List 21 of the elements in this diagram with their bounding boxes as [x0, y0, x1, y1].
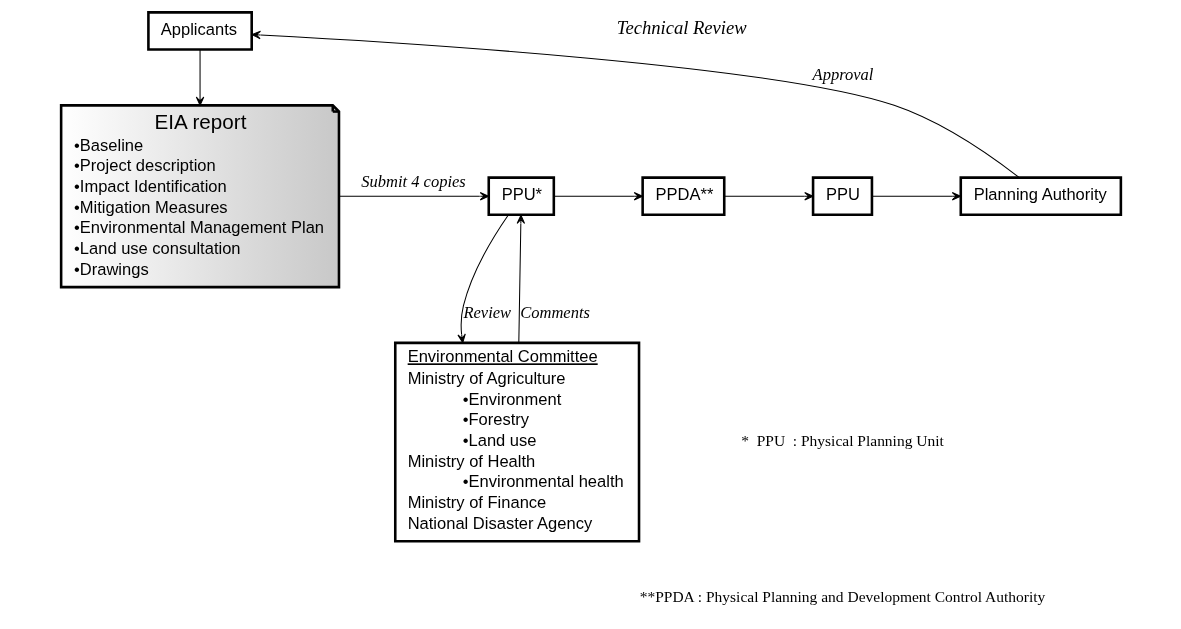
node-box: Applicants	[146, 11, 253, 51]
arrow	[723, 192, 813, 201]
arrow	[871, 192, 961, 201]
arrow	[251, 30, 1020, 178]
node-box: Environmental Committee Ministry of Agriculture •Environment •Forestry •Land use Ministry of Health •Environmental health Ministry of Finance National Disaster Agency	[393, 341, 640, 543]
arrow	[338, 192, 489, 201]
edge-label: Approval	[812, 65, 873, 85]
label: * PPU : Physical Planning Unit	[740, 431, 944, 449]
label: Technical Review	[616, 17, 747, 39]
node-box: Planning Authority	[959, 176, 1122, 217]
edge-label: Submit 4 copies	[360, 171, 466, 191]
label: **PPDA : Physical Planning and Development Control Authority	[639, 587, 1045, 605]
arrow	[456, 214, 509, 344]
edge-label: Review	[462, 302, 511, 322]
node-box: PPU*	[486, 176, 555, 217]
arrow	[195, 49, 204, 106]
node-box: PPDA**	[640, 176, 726, 217]
edge-label: Comments	[519, 302, 590, 322]
arrow	[552, 192, 643, 201]
node-box: PPU	[811, 176, 873, 217]
arrow	[516, 214, 525, 344]
